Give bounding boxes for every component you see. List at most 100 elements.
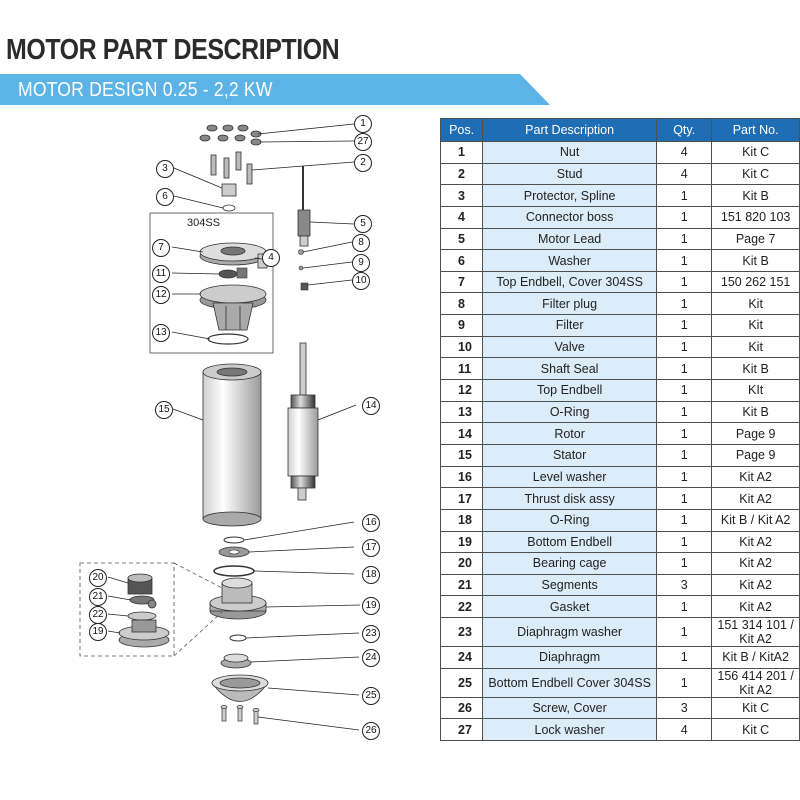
subassembly-box <box>149 212 274 354</box>
callout-15: 15 <box>155 401 173 419</box>
callout-6: 6 <box>156 188 174 206</box>
callout-5: 5 <box>354 215 372 233</box>
cell-description: O-Ring <box>482 400 658 424</box>
cell-qty: 4 <box>656 162 713 186</box>
cell-description: Rotor <box>482 422 658 445</box>
cell-qty: 3 <box>656 573 713 597</box>
inset-parts <box>118 573 170 648</box>
exploded-motor-diagram: 304SS <box>79 123 361 731</box>
cell-qty: 1 <box>656 184 713 207</box>
cell-qty: 1 <box>656 292 713 316</box>
cell-pos: 26 <box>439 696 484 720</box>
callout-8: 8 <box>352 234 370 252</box>
cell-qty: 1 <box>656 314 713 337</box>
cell-part-no: Page 9 <box>711 422 800 445</box>
o-ring-top <box>207 333 249 345</box>
cell-part-no: Kit A2 <box>711 487 800 510</box>
protector-spline <box>221 183 237 212</box>
cell-description: Level washer <box>482 465 658 489</box>
cell-qty: 1 <box>656 422 713 445</box>
cell-description: Protector, Spline <box>482 184 658 207</box>
cell-pos: 12 <box>439 379 484 402</box>
cell-pos: 21 <box>439 573 484 597</box>
bottom-endbell-cover <box>211 674 269 702</box>
cell-pos: 15 <box>439 443 484 467</box>
cell-pos: 5 <box>439 227 484 251</box>
cell-part-no: Kit A2 <box>711 552 800 575</box>
cell-pos: 10 <box>439 335 484 359</box>
cell-part-no: Kit B / KitA2 <box>711 646 800 669</box>
shaft-seal <box>218 269 238 279</box>
cell-part-no: Kit A2 <box>711 573 800 597</box>
cell-pos: 24 <box>439 646 484 669</box>
cell-pos: 22 <box>439 595 484 619</box>
cell-qty: 1 <box>656 508 713 532</box>
callout-12: 12 <box>152 286 170 304</box>
callout-20: 20 <box>89 569 107 587</box>
cell-description: Thrust disk assy <box>482 487 658 510</box>
cell-description: Gasket <box>482 595 658 619</box>
cell-qty: 1 <box>656 335 713 359</box>
cell-part-no: Kit <box>711 314 800 337</box>
box-label: 304SS <box>187 217 220 229</box>
cell-description: Washer <box>482 249 658 272</box>
callout-18: 18 <box>362 566 380 584</box>
col-pos: Pos. <box>439 118 484 142</box>
cell-description: Screw, Cover <box>482 696 658 720</box>
cell-pos: 7 <box>439 270 484 294</box>
callout-14: 14 <box>362 397 380 415</box>
cell-qty: 1 <box>656 205 713 229</box>
cell-part-no: Kit B <box>711 184 800 207</box>
cell-qty: 1 <box>656 249 713 272</box>
cell-description: Stator <box>482 443 658 467</box>
cell-qty: 1 <box>656 270 713 294</box>
cell-part-no: Kit A2 <box>711 530 800 554</box>
cell-qty: 1 <box>656 465 713 489</box>
cell-qty: 1 <box>656 379 713 402</box>
cell-description: Diaphragm washer <box>482 617 658 648</box>
motor-lead <box>297 166 311 247</box>
cell-description: Connector boss <box>482 205 658 229</box>
callout-25: 25 <box>362 687 380 705</box>
cell-qty: 1 <box>656 227 713 251</box>
cell-part-no: Page 9 <box>711 443 800 467</box>
cell-part-no: Kit B <box>711 357 800 381</box>
callout-2: 2 <box>354 154 372 172</box>
cell-part-no: Kit B <box>711 249 800 272</box>
cell-description: Top Endbell, Cover 304SS <box>482 270 658 294</box>
callout-19: 19 <box>362 597 380 615</box>
cell-pos: 18 <box>439 508 484 532</box>
callout-7: 7 <box>152 239 170 257</box>
cell-description: Segments <box>482 573 658 597</box>
cell-qty: 1 <box>656 552 713 575</box>
cell-pos: 16 <box>439 465 484 489</box>
callout-24: 24 <box>362 649 380 667</box>
leader-lines <box>107 123 361 731</box>
cell-qty: 1 <box>656 400 713 424</box>
cell-description: Bearing cage <box>482 552 658 575</box>
cell-part-no: Kit A2 <box>711 595 800 619</box>
screws <box>220 705 260 725</box>
cell-part-no: Kit B <box>711 400 800 424</box>
cell-qty: 1 <box>656 487 713 510</box>
stator <box>202 363 262 527</box>
level-washer <box>223 536 245 544</box>
